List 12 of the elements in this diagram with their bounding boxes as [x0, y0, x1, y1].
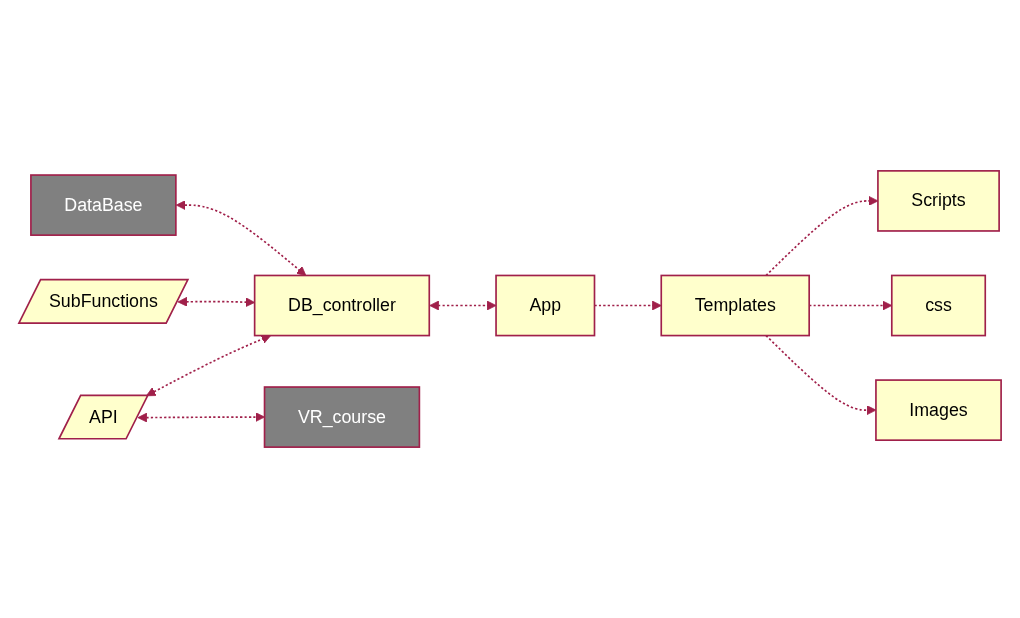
- node-box: VR_course: [263, 386, 421, 448]
- arrow: [146, 334, 272, 397]
- node-box: Images: [875, 379, 1002, 441]
- arrow: [429, 300, 497, 311]
- node-box: Templates: [660, 274, 810, 337]
- node-box: css: [890, 274, 987, 337]
- arrow: [137, 412, 265, 423]
- node-box: Scripts: [877, 170, 1000, 232]
- node-box: DB_controller: [253, 274, 431, 337]
- node-box: DataBase: [30, 174, 177, 236]
- arrow: [175, 200, 307, 276]
- node-box: App: [495, 274, 596, 337]
